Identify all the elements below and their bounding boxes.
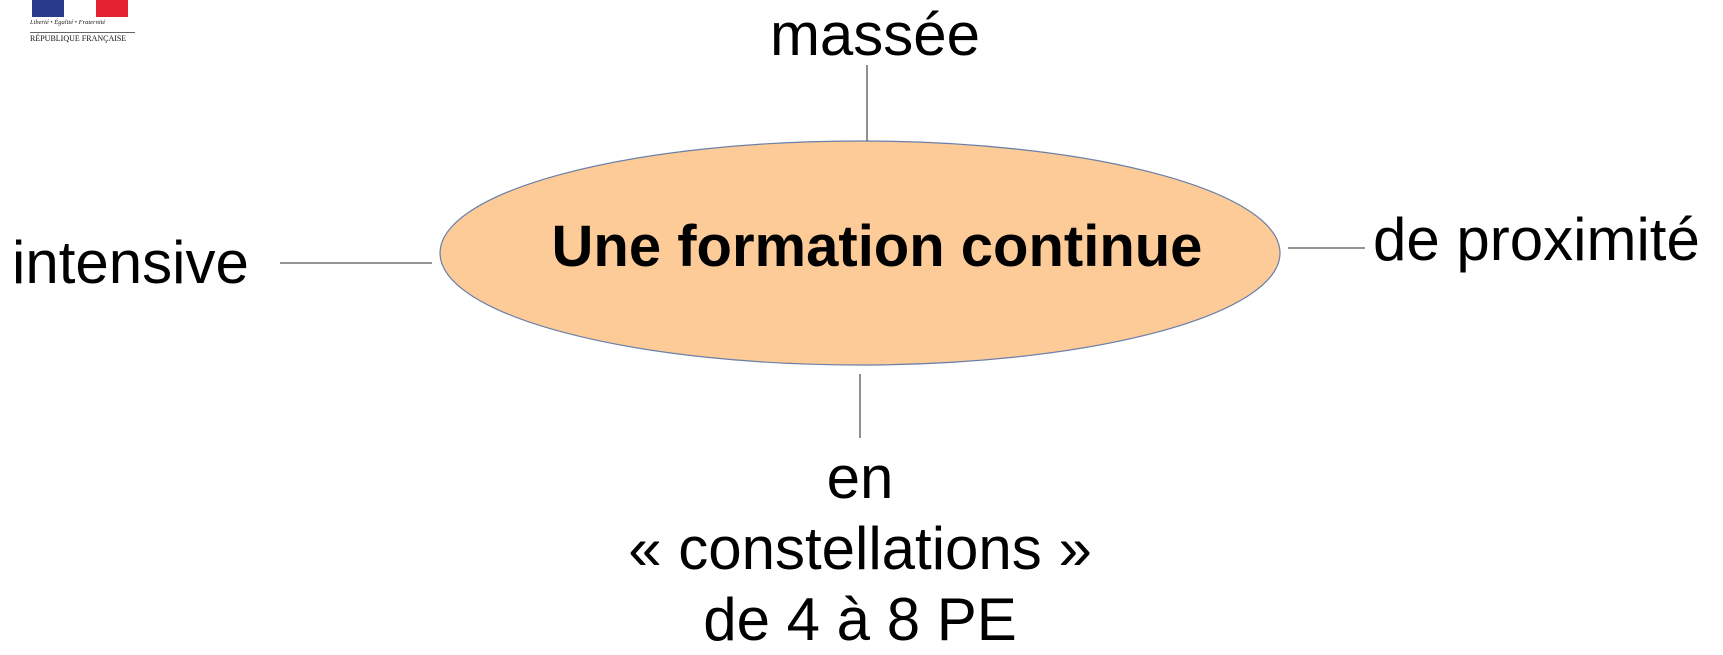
flag-white-band — [64, 0, 96, 17]
center-node-label: Une formation continue — [551, 214, 1203, 279]
branch-label-bottom-line: de 4 à 8 PE — [703, 586, 1017, 653]
branch-label-left: intensive — [12, 229, 249, 296]
branch-label-bottom: en « constellations » de 4 à 8 PE — [560, 442, 1160, 655]
branch-label-top: massée — [769, 1, 981, 68]
flag-blue-band — [32, 0, 64, 17]
republique-francaise-logo: Liberté • Égalité • Fraternité RÉPUBLIQU… — [30, 0, 135, 46]
branch-label-right: de proximité — [1373, 206, 1700, 273]
branch-label-bottom-line: en — [826, 444, 894, 511]
marianne-flag-icon — [32, 0, 128, 17]
flag-red-band — [96, 0, 128, 17]
branch-label-bottom-line: « constellations » — [628, 515, 1092, 582]
mind-map-diagram — [280, 65, 1365, 438]
logo-name: RÉPUBLIQUE FRANÇAISE — [30, 32, 135, 43]
center-ellipse — [439, 140, 1281, 366]
logo-motto: Liberté • Égalité • Fraternité — [30, 19, 106, 26]
